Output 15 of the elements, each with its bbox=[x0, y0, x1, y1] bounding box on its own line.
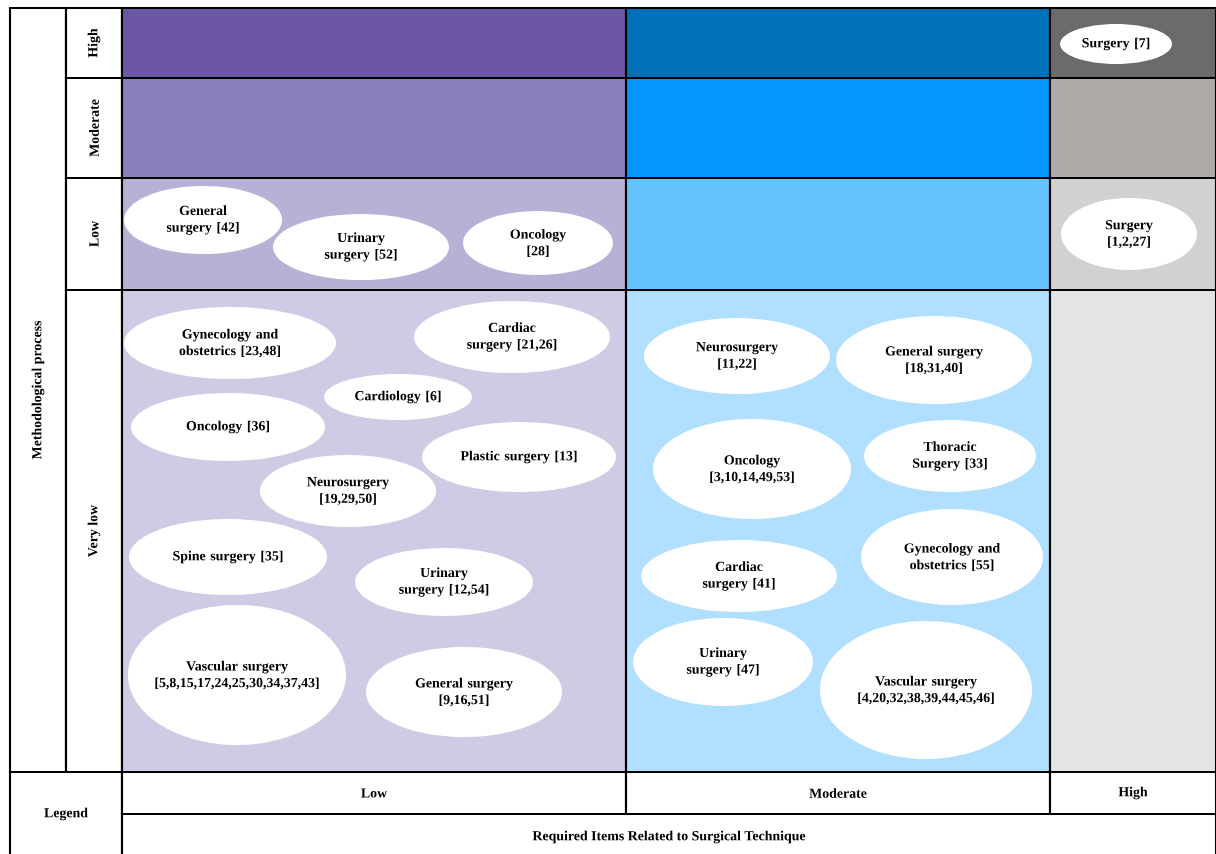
matrix-cell bbox=[624, 76, 1052, 180]
node-label: High bbox=[1118, 786, 1148, 800]
column-header-cell: Low bbox=[120, 770, 628, 816]
matrix-cell bbox=[120, 76, 628, 180]
axis-title-cell: Required Items Related to Surgical Technique bbox=[120, 812, 1216, 854]
matrix-cell bbox=[624, 6, 1052, 80]
matrix-cell bbox=[1048, 76, 1216, 180]
row-header-cell: Moderate bbox=[64, 76, 124, 180]
column-header-cell: High bbox=[1048, 770, 1216, 816]
matrix-cell bbox=[1048, 288, 1216, 774]
matrix-cell bbox=[120, 6, 628, 80]
row-header-cell: Low bbox=[64, 176, 124, 292]
row-header-cell: High bbox=[64, 6, 124, 80]
legend-cell: Legend bbox=[8, 770, 124, 854]
matrix-cell bbox=[624, 176, 1052, 292]
